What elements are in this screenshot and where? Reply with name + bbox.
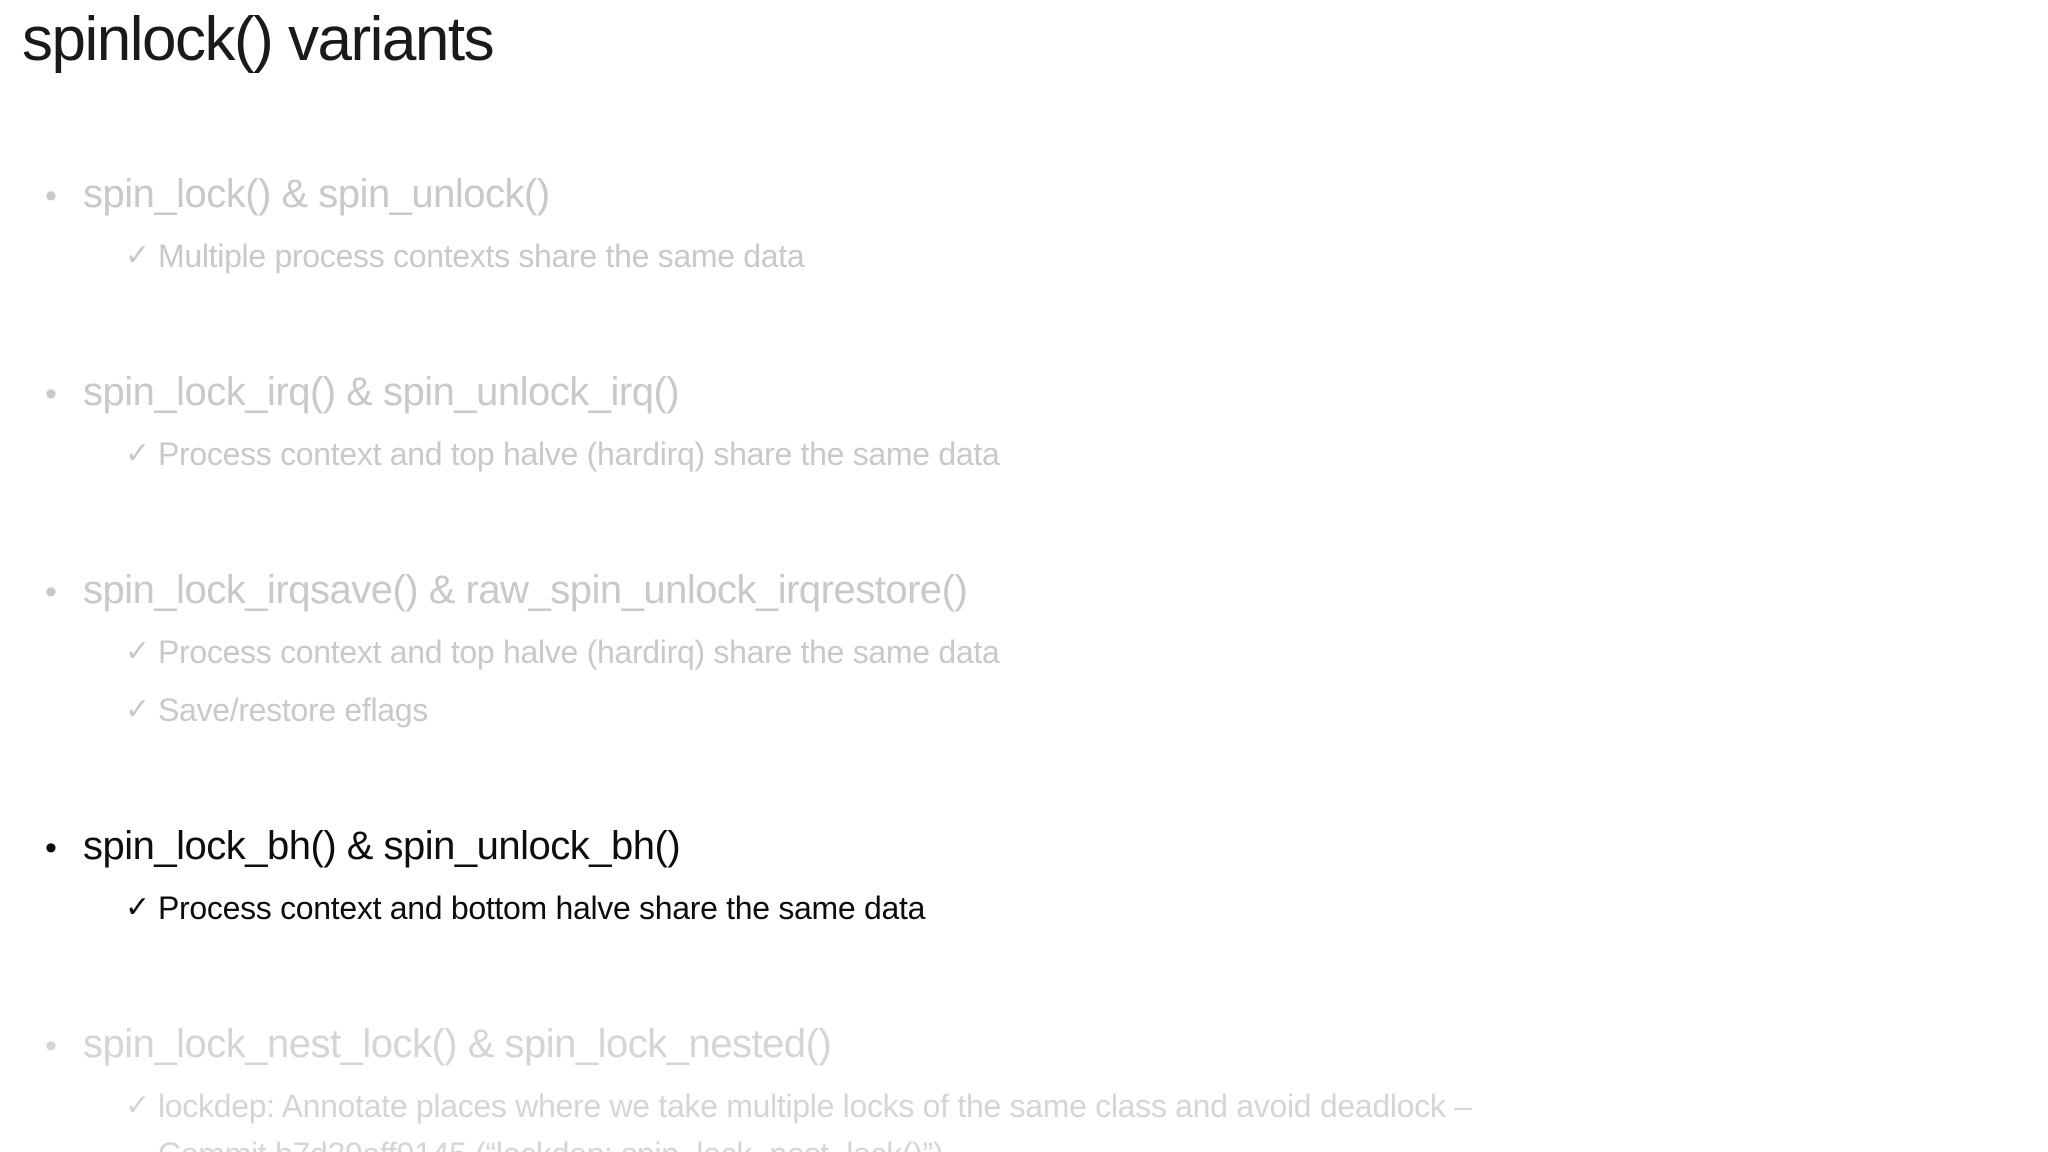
bullet-list: • spin_lock() & spin_unlock() ✓ Multiple… (45, 168, 1998, 1152)
bullet-item: • spin_lock_irqsave() & raw_spin_unlock_… (45, 564, 1998, 734)
bullet-heading: spin_lock_irq() & spin_unlock_irq() (83, 370, 680, 414)
bullet-heading-row: • spin_lock() & spin_unlock() (45, 168, 1998, 222)
bullet-heading: spin_lock_nest_lock() & spin_lock_nested… (83, 1022, 832, 1066)
check-icon: ✓ (125, 891, 150, 924)
check-icon: ✓ (125, 239, 150, 272)
sub-text: Multiple process contexts share the same… (158, 238, 805, 274)
bullet-heading-row: • spin_lock_irqsave() & raw_spin_unlock_… (45, 564, 1998, 618)
sub-text-line: lockdep: Annotate places where we take m… (158, 1088, 1472, 1124)
sub-text-line: Commit b7d39aff9145 (“lockdep: spin_lock… (158, 1136, 944, 1152)
page-title: spinlock() variants (22, 5, 495, 74)
bullet-item: • spin_lock_irq() & spin_unlock_irq() ✓ … (45, 366, 1998, 478)
check-icon: ✓ (125, 635, 150, 668)
bullet-heading-row: • spin_lock_bh() & spin_unlock_bh() (45, 820, 1998, 874)
bullet-heading: spin_lock_bh() & spin_unlock_bh() (83, 824, 681, 868)
bullet-dot-icon: • (45, 375, 57, 413)
bullet-dot-icon: • (45, 829, 57, 867)
bullet-heading-row: • spin_lock_nest_lock() & spin_lock_nest… (45, 1018, 1998, 1072)
sub-text: Process context and top halve (hardirq) … (158, 436, 1000, 472)
sub-item: ✓ Multiple process contexts share the sa… (125, 232, 1998, 280)
sub-text: lockdep: Annotate places where we take m… (158, 1082, 1998, 1152)
sub-text: Process context and top halve (hardirq) … (158, 634, 1000, 670)
sub-item: ✓ Process context and bottom halve share… (125, 884, 1998, 932)
sub-item: ✓ Save/restore eflags (125, 686, 1998, 734)
bullet-item: • spin_lock_bh() & spin_unlock_bh() ✓ Pr… (45, 820, 1998, 932)
bullet-dot-icon: • (45, 1027, 57, 1065)
sub-item: ✓ Process context and top halve (hardirq… (125, 628, 1998, 676)
bullet-heading-row: • spin_lock_irq() & spin_unlock_irq() (45, 366, 1998, 420)
bullet-item: • spin_lock() & spin_unlock() ✓ Multiple… (45, 168, 1998, 280)
bullet-heading: spin_lock() & spin_unlock() (83, 172, 550, 216)
bullet-item: • spin_lock_nest_lock() & spin_lock_nest… (45, 1018, 1998, 1152)
check-icon: ✓ (125, 1089, 150, 1122)
sub-text: Process context and bottom halve share t… (158, 890, 926, 926)
bullet-dot-icon: • (45, 573, 57, 611)
sub-item: ✓ lockdep: Annotate places where we take… (125, 1082, 1998, 1152)
bullet-dot-icon: • (45, 177, 57, 215)
check-icon: ✓ (125, 437, 150, 470)
sub-item: ✓ Process context and top halve (hardirq… (125, 430, 1998, 478)
sub-text: Save/restore eflags (158, 692, 429, 728)
check-icon: ✓ (125, 693, 150, 726)
bullet-heading: spin_lock_irqsave() & raw_spin_unlock_ir… (83, 568, 968, 612)
